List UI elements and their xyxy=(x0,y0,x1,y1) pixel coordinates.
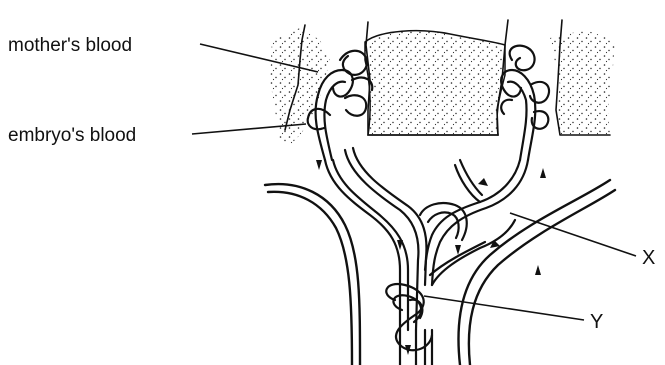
left-outer-vessel xyxy=(265,184,360,365)
uterine-tissue-main xyxy=(365,31,505,135)
leader-x xyxy=(510,213,636,256)
arrow-icon xyxy=(316,160,322,170)
arrow-icon xyxy=(478,178,488,186)
label-embryos-blood: embryo's blood xyxy=(8,125,136,146)
leader-y xyxy=(424,296,584,320)
label-mothers-blood: mother's blood xyxy=(8,35,132,56)
left-outer-vessel-2 xyxy=(268,192,352,365)
label-y: Y xyxy=(590,311,603,333)
label-x: X xyxy=(642,247,655,269)
arrow-icon xyxy=(540,168,546,178)
right-villus xyxy=(501,46,549,160)
arrow-icon xyxy=(535,265,541,275)
arrow-icon xyxy=(455,245,461,255)
right-outer-vessel-2 xyxy=(469,190,615,365)
